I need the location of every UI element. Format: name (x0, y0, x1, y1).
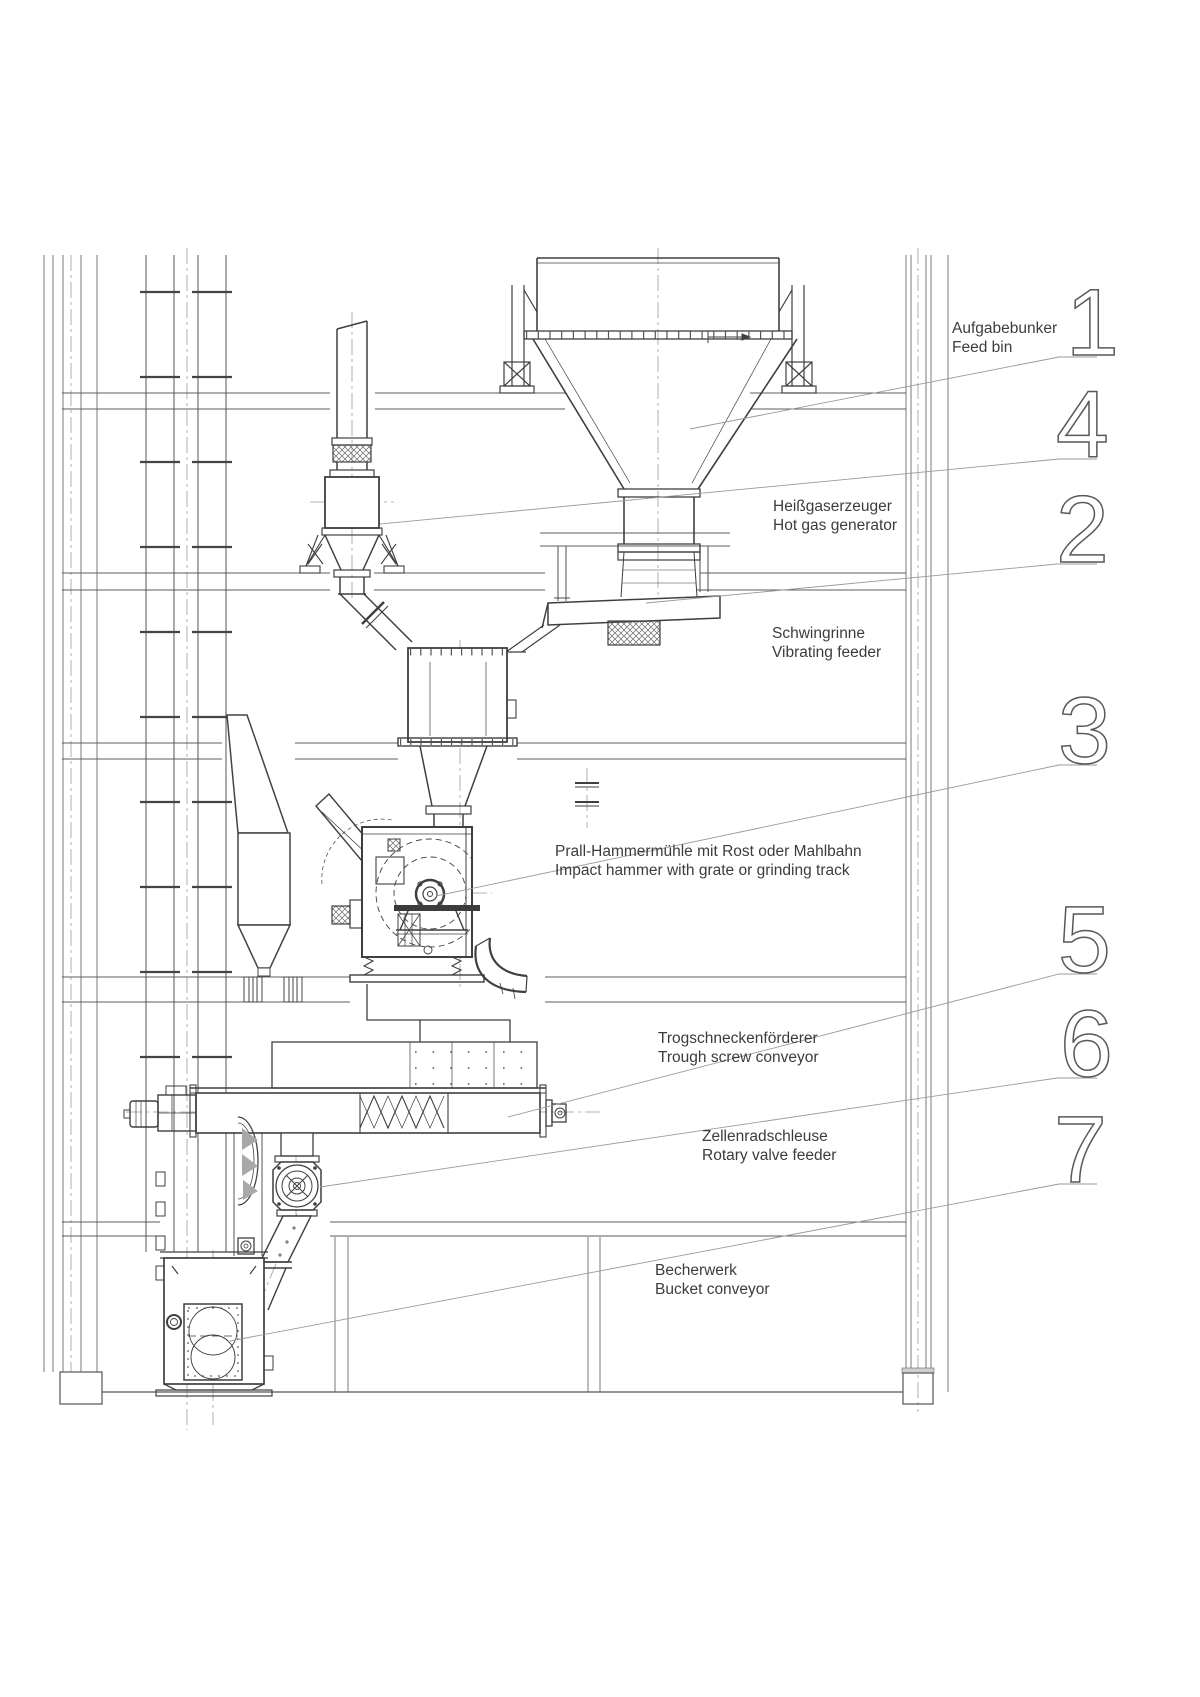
bucket-elevator-boot (155, 1171, 274, 1397)
callout-number-3: 3 (1058, 678, 1111, 784)
label-hammer-mill-de: Prall-Hammermühle mit Rost oder Mahlbahn (555, 843, 862, 860)
leader-7 (229, 1183, 1097, 1342)
leader-4 (379, 458, 1097, 525)
label-screw-conveyor-de: Trogschneckenförderer (658, 1030, 818, 1047)
bin-outlet-sock (620, 551, 698, 598)
trough (195, 1092, 541, 1134)
screw-conveyor (123, 984, 567, 1138)
label-feed-bin: Aufgabebunker Feed bin (952, 320, 1057, 357)
screw-drive-motor (123, 1085, 197, 1132)
hammer-mill (315, 792, 528, 1000)
mixing-chamber (397, 647, 599, 827)
generator-body (324, 476, 380, 529)
shaft-bearing (237, 1237, 255, 1255)
return-air-duct (226, 714, 303, 1003)
elevator-transfer-curve (237, 1116, 259, 1206)
feeder-support-beam (540, 532, 730, 601)
leader-3 (435, 764, 1097, 897)
screw-end-bearing (545, 1099, 567, 1127)
label-vibrating-feeder: Schwingrinne Vibrating feeder (772, 625, 881, 662)
left-column (43, 255, 103, 1405)
generator-legs (299, 534, 405, 574)
mill-springs (362, 956, 463, 976)
building-structure (43, 255, 949, 1405)
inspection-door (183, 1303, 243, 1381)
leader-2 (645, 563, 1097, 604)
bin-support-legs (499, 285, 817, 394)
duct-pedestals (243, 976, 303, 1003)
screw-flights (359, 1093, 449, 1133)
pipe-flange-marks (575, 782, 599, 807)
callout-number-6: 6 (1060, 991, 1113, 1097)
label-screw-conveyor: Trogschneckenförderer Trough screw conve… (658, 1030, 819, 1067)
feeder-discharge-chute (500, 624, 561, 653)
label-feed-bin-de: Aufgabebunker (952, 320, 1058, 337)
leader-5 (507, 973, 1097, 1118)
mill-outlet-curve (474, 937, 528, 1000)
label-hot-gas-generator-de: Heißgaserzeuger (773, 498, 892, 515)
port-hole (166, 1314, 182, 1330)
label-vibrating-feeder-en: Vibrating feeder (772, 643, 882, 661)
leader-6 (319, 1077, 1097, 1188)
callout-numbers: 1 4 2 3 5 6 7 (1053, 269, 1119, 1204)
label-rotary-valve: Zellenradschleuse Rotary valve feeder (702, 1128, 836, 1165)
callout-number-5: 5 (1058, 887, 1111, 993)
callout-number-4: 4 (1056, 372, 1109, 478)
label-rotary-valve-en: Rotary valve feeder (702, 1146, 837, 1164)
callout-number-7: 7 (1054, 1097, 1107, 1203)
support-columns (334, 1237, 601, 1392)
label-rotary-valve-de: Zellenradschleuse (702, 1128, 828, 1145)
conveyor-hood (271, 1041, 538, 1089)
label-hammer-mill: Prall-Hammermühle mit Rost oder Mahlbahn… (555, 843, 862, 880)
callout-number-1: 1 (1066, 270, 1119, 376)
label-bucket-conveyor-en: Bucket conveyor (655, 1280, 770, 1298)
label-bucket-conveyor-de: Becherwerk (655, 1262, 737, 1279)
floor-levels (62, 392, 906, 1237)
vibrator-drive (607, 620, 661, 646)
label-hot-gas-generator-en: Hot gas generator (773, 516, 898, 534)
bearing-pedestal (396, 910, 468, 935)
mill-grate (397, 913, 433, 955)
label-vibrating-feeder-de: Schwingrinne (772, 625, 866, 642)
expansion-joint (332, 444, 372, 463)
leader-1 (689, 356, 1097, 430)
callout-leader-lines (229, 356, 1097, 1342)
label-feed-bin-en: Feed bin (952, 338, 1013, 356)
label-bucket-conveyor: Becherwerk Bucket conveyor (655, 1262, 770, 1299)
feed-bin (499, 257, 817, 598)
right-column (901, 255, 949, 1405)
hot-gas-generator (299, 320, 413, 651)
label-screw-conveyor-en: Trough screw conveyor (658, 1048, 819, 1066)
vibrating-feeder (500, 551, 721, 653)
shaft-flange-ticks (140, 290, 232, 1059)
mill-drive (331, 899, 363, 929)
label-hammer-mill-en: Impact hammer with grate or grinding tra… (555, 861, 850, 879)
callout-number-2: 2 (1056, 477, 1109, 583)
label-hot-gas-generator: Heißgaserzeuger Hot gas generator (773, 498, 897, 535)
